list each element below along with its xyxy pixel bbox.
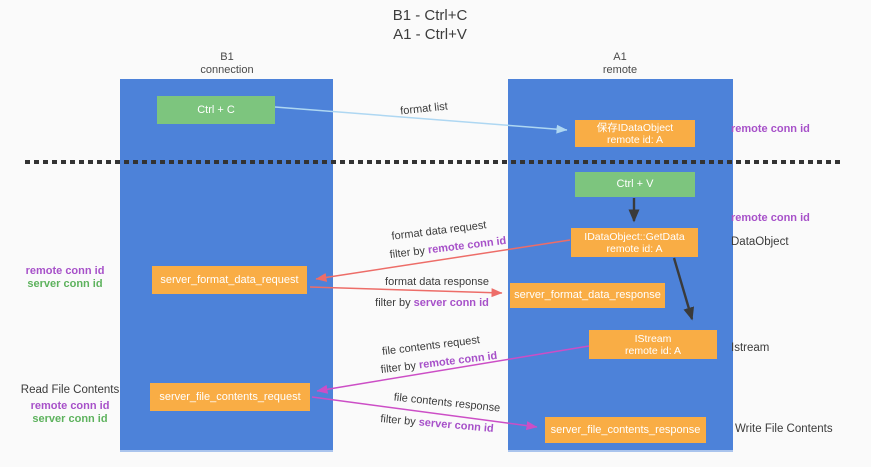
title-line-2: A1 - Ctrl+V <box>393 26 467 43</box>
label-filter-by-server-conn-id-2: filter by server conn id <box>380 413 494 435</box>
server-conn-id-text: server conn id <box>413 297 489 309</box>
label-file-contents-response: file contents response <box>393 391 501 415</box>
label-filter-by-server-conn-id-1: filter by server conn id <box>375 297 489 309</box>
lane-header-b1: B1 connection <box>157 51 297 76</box>
label-format-list: format list <box>399 100 449 118</box>
filter-by-text: filter by <box>380 359 420 377</box>
annotation-server-conn-id-left: server conn id <box>27 278 103 290</box>
annotation-server-conn-id-bottom: server conn id <box>32 413 108 425</box>
section-divider-dashed-line <box>25 160 841 164</box>
remote-conn-id-text: remote conn id <box>418 349 498 372</box>
annotation-write-file-contents: Write File Contents <box>735 423 833 435</box>
lane-b1-title: B1 <box>220 51 234 63</box>
node-server-format-data-request: server_format_data_request <box>152 266 307 294</box>
filter-by-text: filter by <box>375 297 414 309</box>
annotation-remote-conn-id-mid: remote conn id <box>731 212 810 224</box>
node-idataobject-getdata: IDataObject::GetData remote id: A <box>571 228 698 257</box>
annotation-remote-conn-id-bottom: remote conn id <box>30 400 110 412</box>
node-getdata-line2: remote id: A <box>606 242 663 255</box>
annotation-read-file-contents: Read File Contents <box>20 384 120 396</box>
node-ctrl-v: Ctrl + V <box>575 172 695 197</box>
annotation-read-file-contents-group: Read File Contents remote conn id server… <box>20 384 120 426</box>
node-server-format-data-response-label: server_format_data_response <box>514 289 661 301</box>
label-format-data-response: format data response <box>385 276 489 288</box>
lane-a1-title: A1 <box>613 51 627 63</box>
node-server-format-data-request-label: server_format_data_request <box>160 273 299 286</box>
diagram-title: B1 - Ctrl+C A1 - Ctrl+V <box>0 6 860 44</box>
annotation-remote-conn-id-left: remote conn id <box>25 265 105 277</box>
lane-a1-subtitle: remote <box>602 63 638 76</box>
annotation-left-conn-ids: remote conn id server conn id <box>15 265 115 291</box>
node-ctrl-v-label: Ctrl + V <box>616 178 654 190</box>
node-server-file-contents-request-label: server_file_contents_request <box>159 390 301 403</box>
node-ctrl-c: Ctrl + C <box>157 96 275 124</box>
node-server-file-contents-response: server_file_contents_response <box>545 417 706 443</box>
remote-conn-id-text: remote conn id <box>427 234 507 257</box>
lane-b1-subtitle: connection <box>200 63 254 76</box>
node-save-dataobject-line1: 保存IDataObject <box>596 121 674 134</box>
node-server-file-contents-response-label: server_file_contents_response <box>550 423 701 436</box>
annotation-remote-conn-id-top: remote conn id <box>731 123 810 135</box>
node-save-dataobject: 保存IDataObject remote id: A <box>575 120 695 147</box>
node-istream-line2: remote id: A <box>624 344 682 357</box>
node-save-dataobject-line2: remote id: A <box>606 133 664 146</box>
filter-by-text: filter by <box>379 413 420 429</box>
lane-header-a1: A1 remote <box>550 51 690 76</box>
node-getdata-line1: IDataObject::GetData <box>584 230 685 243</box>
title-line-1: B1 - Ctrl+C <box>392 7 468 24</box>
node-server-format-data-response: server_format_data_response <box>510 283 665 308</box>
annotation-dataobject: DataObject <box>731 236 789 248</box>
server-conn-id-text: server conn id <box>418 416 495 435</box>
node-server-file-contents-request: server_file_contents_request <box>150 383 310 411</box>
annotation-istream: Istream <box>731 342 770 354</box>
node-istream: IStream remote id: A <box>589 330 717 359</box>
filter-by-text: filter by <box>389 244 429 262</box>
node-ctrl-c-label: Ctrl + C <box>197 103 235 116</box>
node-istream-line1: IStream <box>634 332 672 345</box>
